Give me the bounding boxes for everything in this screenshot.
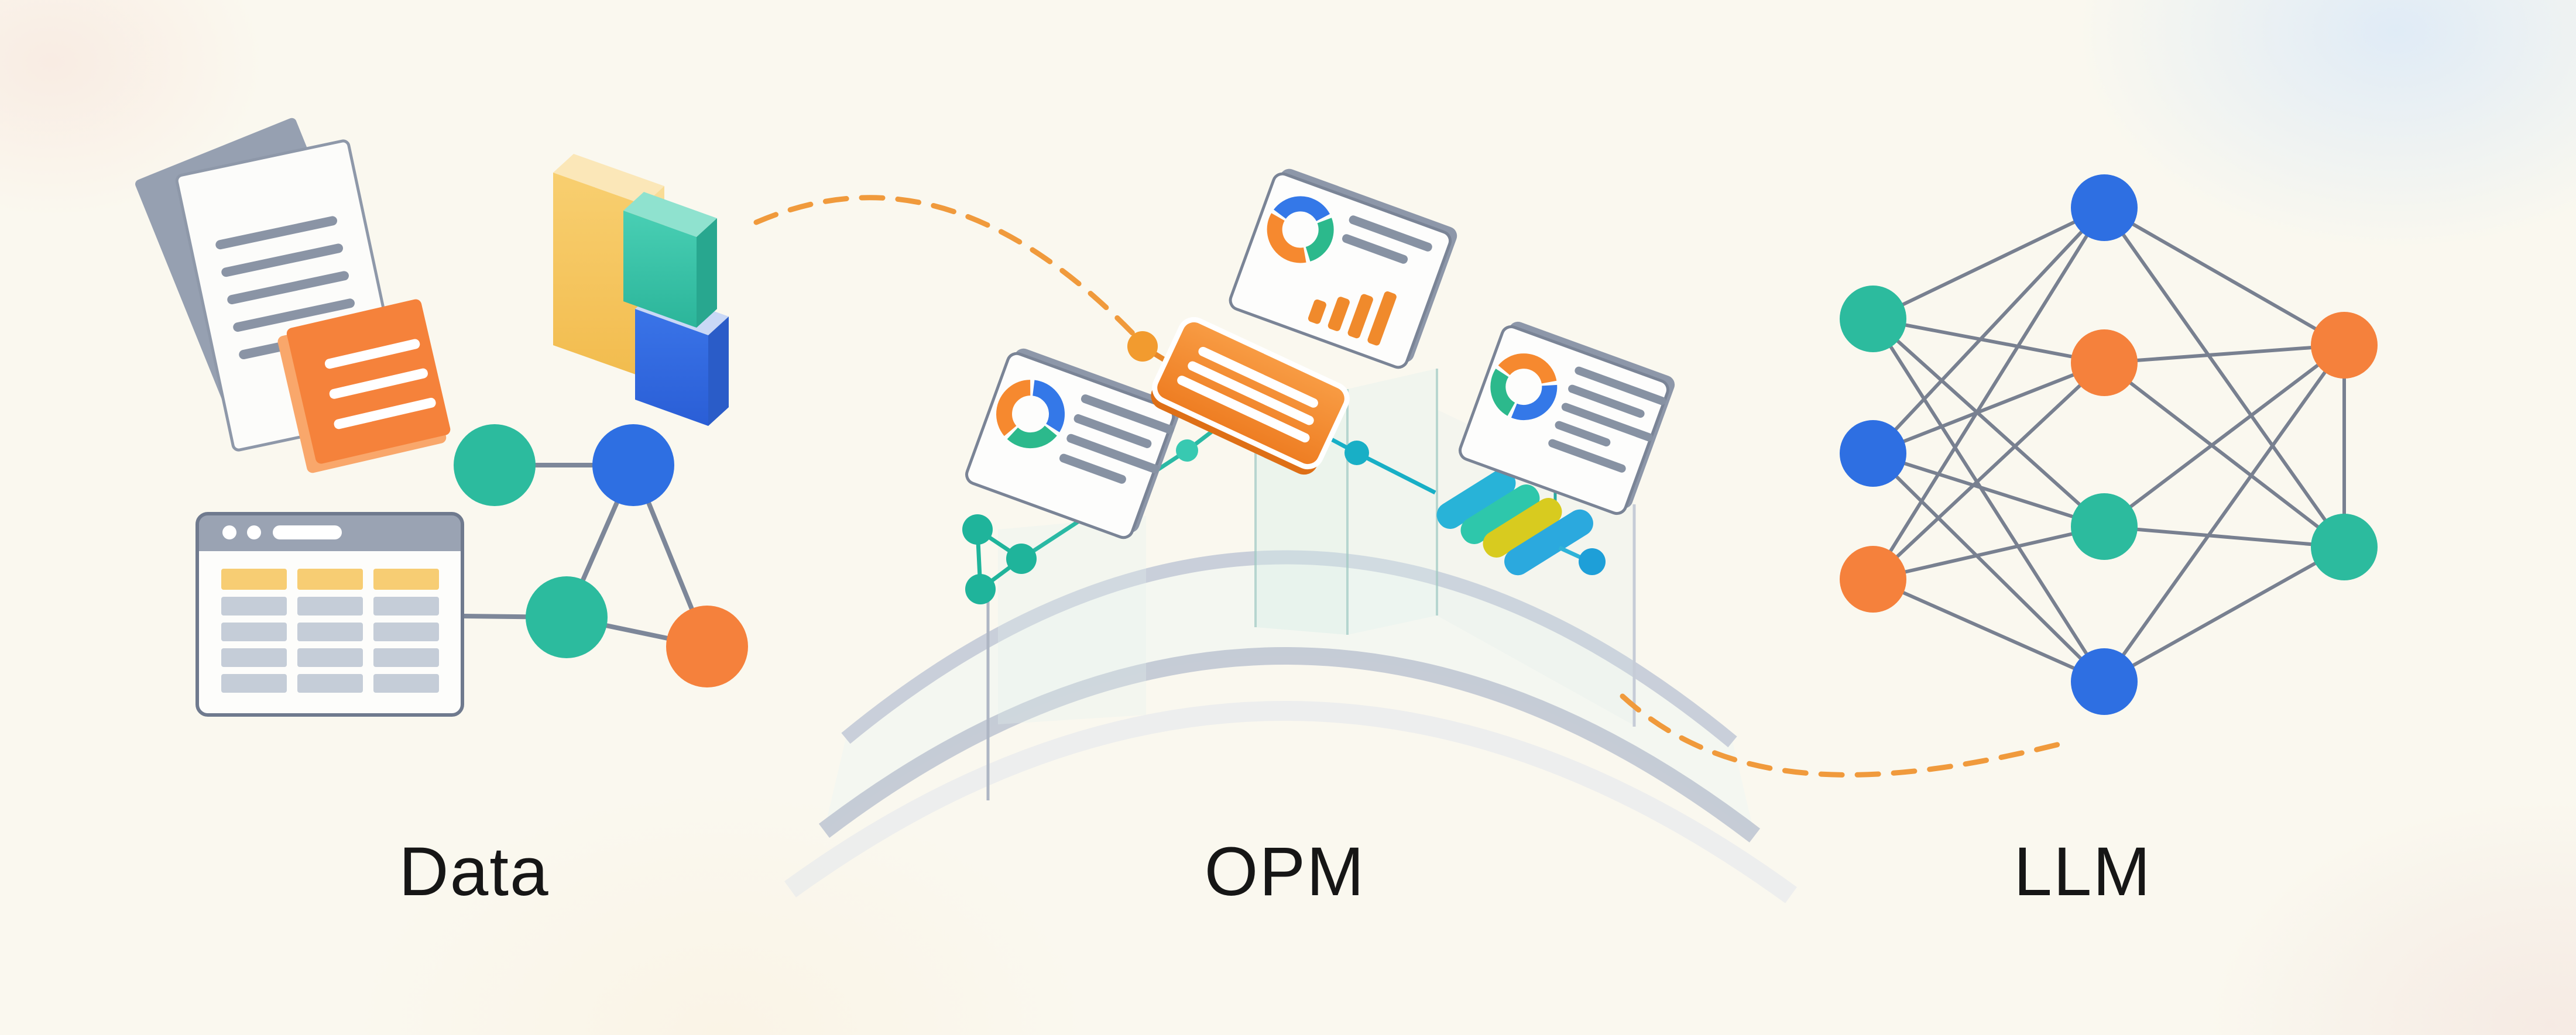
opm-label: OPM: [1204, 833, 1366, 910]
mini-graph-node: [965, 574, 996, 604]
arc-outer-faint: [784, 701, 1797, 903]
graph-node-orange: [666, 606, 748, 687]
data-section: [135, 118, 748, 717]
data-label: Data: [399, 833, 550, 910]
dashboard-card-top: [1229, 169, 1457, 369]
arc-top-edge: [841, 550, 1737, 748]
connector-data-to-opm: [753, 195, 1144, 345]
connector-opm-to-llm: [1620, 693, 2062, 778]
arc-bottom-edge: [818, 647, 1761, 843]
documents-icon: [135, 118, 451, 473]
card-text-lines: [1548, 366, 1666, 473]
table-body-cells: [221, 597, 439, 693]
bar-olive: [1483, 498, 1562, 558]
mini-bar-chart-icon: [1308, 291, 1397, 346]
mini-graph-node: [1006, 544, 1037, 574]
3d-bar-blocks-icon: [553, 154, 729, 426]
neural-network-edges: [1871, 206, 2346, 683]
orange-flow-node: [1127, 331, 1158, 362]
nn-node-teal: [2311, 514, 2378, 580]
bar-blue: [1504, 509, 1593, 576]
graph-node-teal: [454, 424, 536, 506]
mini-graph-node: [962, 514, 993, 545]
llm-section: [1840, 174, 2378, 715]
browser-dot: [222, 525, 236, 539]
nn-node-blue: [2071, 648, 2138, 715]
llm-label: LLM: [2014, 833, 2152, 910]
browser-table-icon: [195, 512, 464, 717]
orange-list-card-group: [1127, 317, 1350, 475]
table-header-row: [221, 569, 439, 590]
nn-node-blue: [2071, 174, 2138, 241]
cyan-flow: [1303, 422, 1606, 576]
opm-section: [784, 169, 1797, 903]
neural-network-nodes: [1840, 174, 2378, 715]
teal-flow-node: [1176, 439, 1198, 462]
nn-node-orange: [1840, 546, 1906, 613]
teal-block: [623, 192, 717, 328]
nn-node-orange: [2071, 329, 2138, 396]
browser-dot: [247, 525, 261, 539]
browser-window-border: [195, 512, 464, 717]
dashboard-card-right: [1459, 321, 1675, 515]
arc-platform: [784, 550, 1797, 903]
cyan-flow-node: [1344, 441, 1369, 465]
orange-card-stripes: [1177, 346, 1318, 443]
dashboard-card-left: [965, 348, 1181, 539]
nn-node-teal: [1840, 286, 1906, 352]
card-text-lines: [1342, 215, 1432, 264]
card-text-lines: [1059, 394, 1174, 484]
nn-node-blue: [1840, 420, 1906, 487]
graph-node-teal: [526, 576, 608, 658]
stacked-parallelogram-bars: [1436, 469, 1606, 576]
entity-graph-icon: [454, 424, 748, 687]
bar-teal: [1460, 484, 1540, 544]
nn-node-teal: [2071, 493, 2138, 560]
browser-address-pill: [273, 525, 342, 539]
arc-wall: [824, 557, 1755, 835]
orange-card-lines: [324, 339, 436, 429]
graph-node-blue: [592, 424, 674, 506]
card-face: [1229, 172, 1452, 369]
bar-end-node: [1579, 548, 1606, 575]
nn-node-orange: [2311, 312, 2378, 379]
bar-cyan: [1436, 469, 1516, 529]
